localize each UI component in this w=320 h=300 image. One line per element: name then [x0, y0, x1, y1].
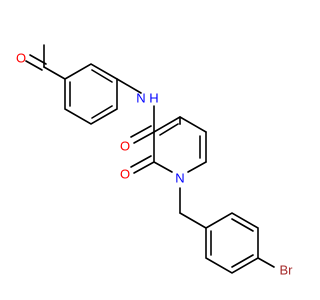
ring-nitrogen-label: N [175, 171, 184, 186]
bond [133, 161, 155, 174]
bond [179, 212, 207, 229]
bond-ring [205, 212, 259, 274]
bond [91, 69, 113, 83]
bond [187, 161, 207, 173]
bond [43, 66, 66, 80]
amide-oxygen-label: O [120, 139, 130, 154]
bond [153, 161, 173, 173]
molecule-diagram: O N H O N O Br [16, 44, 294, 278]
bond [133, 131, 155, 144]
bond-ring [64, 63, 118, 125]
bromine-label: Br [280, 263, 294, 278]
bond [159, 123, 179, 136]
bond [116, 78, 142, 94]
amide-hydrogen-label: H [149, 91, 158, 106]
bond [231, 254, 254, 268]
bond [179, 116, 207, 133]
bond [25, 60, 43, 71]
bond [130, 125, 152, 138]
bond [257, 257, 275, 268]
bond [91, 105, 113, 119]
bond [231, 218, 254, 232]
acetyl-oxygen-label: O [16, 51, 26, 66]
amide-nitrogen-label: N [136, 91, 145, 106]
ring-oxygen-label: O [120, 167, 130, 182]
bond [130, 155, 152, 168]
bond [153, 116, 181, 133]
